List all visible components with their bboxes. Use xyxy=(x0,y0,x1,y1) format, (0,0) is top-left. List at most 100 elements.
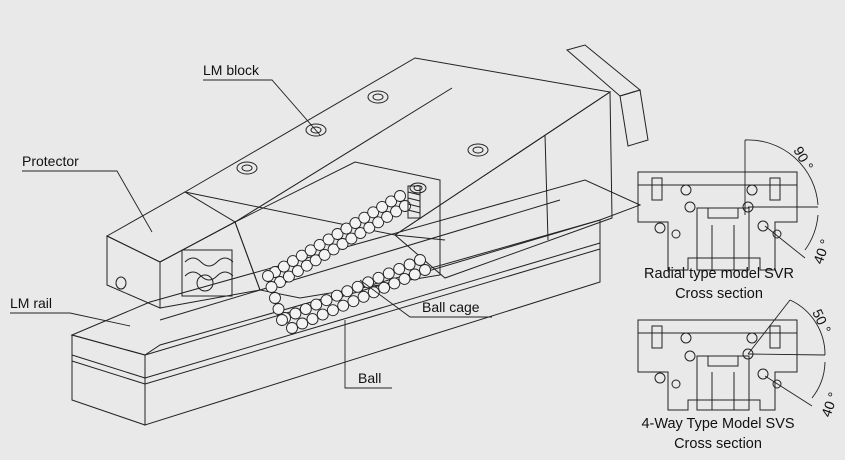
ball xyxy=(398,272,411,285)
ball xyxy=(320,294,333,307)
ball xyxy=(322,233,335,246)
ball xyxy=(282,270,295,283)
ball xyxy=(327,243,340,256)
svs-profile xyxy=(637,319,798,411)
ball xyxy=(403,258,416,271)
ball xyxy=(296,317,309,330)
svs-angle-top: 50 ° xyxy=(809,307,834,336)
protector xyxy=(105,191,261,309)
ball xyxy=(291,265,304,278)
mounting-hole xyxy=(305,123,327,137)
ball xyxy=(372,271,385,284)
ball xyxy=(310,298,323,311)
leader-lm-rail xyxy=(10,312,131,327)
ball xyxy=(272,303,285,315)
ball xyxy=(358,211,371,224)
ball xyxy=(414,254,426,266)
ball xyxy=(286,255,299,268)
ball xyxy=(363,221,376,234)
leader-ball-cage xyxy=(359,279,492,318)
svs-angle-markers: 50 ° 40 ° xyxy=(747,299,842,419)
label-lm-block-text: LM block xyxy=(203,62,260,78)
ball xyxy=(262,270,274,282)
svs-caption-title: 4-Way Type Model SVS xyxy=(641,416,794,432)
ball xyxy=(309,254,322,267)
ball xyxy=(313,238,326,251)
ball-cage xyxy=(262,190,431,334)
ball xyxy=(408,268,421,281)
ball xyxy=(388,277,401,290)
ball xyxy=(349,217,362,230)
ball xyxy=(299,303,312,316)
svs-angle-bottom: 40 ° xyxy=(818,390,842,419)
svr-caption-subtitle: Cross section xyxy=(675,286,763,302)
ball xyxy=(289,307,302,320)
ball xyxy=(326,304,339,317)
ball xyxy=(336,238,349,250)
svs-caption-subtitle: Cross section xyxy=(674,436,762,452)
ball xyxy=(316,308,329,321)
ball xyxy=(357,290,370,303)
ball xyxy=(265,281,278,293)
svr-angle-bottom: 40 ° xyxy=(810,237,834,266)
label-ball: Ball xyxy=(344,320,392,389)
cross-section-svr: 90 ° 40 ° Radial type model SVR Cross se… xyxy=(637,139,834,302)
label-lm-block: LM block xyxy=(203,62,321,136)
ball xyxy=(378,281,391,294)
svr-caption-title: Radial type model SVR xyxy=(644,266,794,282)
ball xyxy=(269,292,281,304)
ball xyxy=(382,267,395,280)
ball xyxy=(304,244,317,257)
ball xyxy=(376,200,389,213)
label-lm-rail: LM rail xyxy=(10,295,131,327)
ball xyxy=(341,285,354,298)
ball xyxy=(372,216,385,229)
mounting-hole xyxy=(409,182,427,194)
lm-rail xyxy=(70,44,649,426)
mounting-hole xyxy=(367,90,389,104)
ball xyxy=(390,205,403,218)
cross-section-svs: 50 ° 40 ° 4-Way Type Model SVS Cross sec… xyxy=(637,299,842,452)
svr-profile xyxy=(637,171,798,271)
label-protector-text: Protector xyxy=(22,153,79,169)
label-protector: Protector xyxy=(22,153,153,233)
lm-block xyxy=(183,57,613,299)
ball xyxy=(306,313,319,326)
svr-angle-top: 90 ° xyxy=(790,144,816,174)
label-ball-cage: Ball cage xyxy=(359,279,492,318)
label-lm-rail-text: LM rail xyxy=(10,295,52,311)
ball xyxy=(394,190,406,202)
ball xyxy=(393,262,406,275)
mounting-holes xyxy=(236,90,489,194)
svr-angle-markers: 90 ° 40 ° xyxy=(744,139,834,266)
end-seal-detail xyxy=(181,249,234,297)
ball xyxy=(367,286,380,299)
ball xyxy=(295,249,308,262)
leader-ball xyxy=(344,320,392,389)
mounting-hole xyxy=(467,143,489,157)
retaining-screw xyxy=(407,185,421,219)
ball xyxy=(419,264,431,276)
ball xyxy=(330,289,343,302)
ball xyxy=(286,322,298,334)
label-ball-cage-text: Ball cage xyxy=(422,299,480,315)
ball xyxy=(300,259,313,272)
ball xyxy=(337,299,350,312)
ball xyxy=(381,210,394,223)
ball xyxy=(385,195,398,208)
label-ball-text: Ball xyxy=(358,370,381,386)
leader-protector xyxy=(22,170,153,233)
ball xyxy=(345,232,358,245)
mounting-hole xyxy=(236,161,258,175)
ball xyxy=(318,248,331,261)
ball xyxy=(347,295,360,308)
ball xyxy=(340,222,353,235)
ball xyxy=(277,260,290,273)
ball xyxy=(354,227,367,240)
ball xyxy=(351,280,364,293)
leader-lm-block xyxy=(203,79,321,136)
ball xyxy=(331,228,344,240)
ball xyxy=(367,206,380,219)
